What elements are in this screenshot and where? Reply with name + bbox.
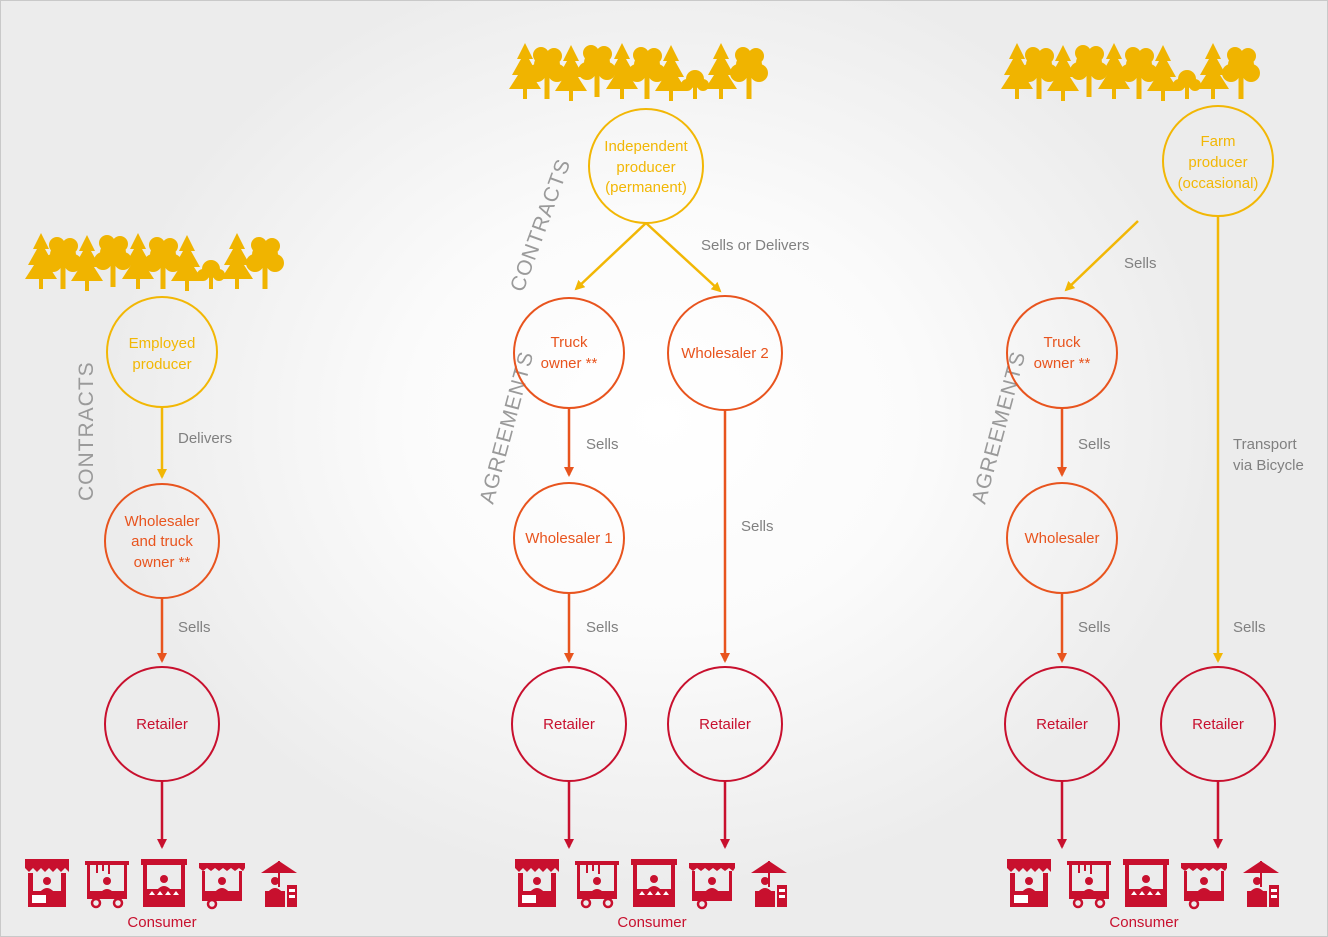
node-wholesaler-line-3: owner **: [134, 554, 191, 571]
node-independent-producer-line-2: producer: [616, 159, 675, 176]
node-retailer-label: Retailer: [699, 716, 751, 733]
node-farm-producer-line-3: (occasional): [1178, 175, 1259, 192]
edge-label-sells: Sells: [1124, 255, 1157, 272]
edge-label-sells: Sells: [1078, 619, 1111, 636]
node-truck-owner-line-1: Truck: [1044, 334, 1081, 351]
node-wholesaler-label: Wholesaler: [1024, 530, 1099, 547]
agreements-label: AGREEMENTS: [968, 349, 1031, 507]
node-retailer: Retailer: [1004, 666, 1120, 782]
market-stall-icon: [25, 859, 297, 908]
node-truck-owner: Truck owner **: [1006, 297, 1118, 409]
edge-to-truck-owner: [574, 222, 647, 291]
edge-label-delivers: Delivers: [178, 430, 232, 447]
edge-label-sells: Sells: [178, 619, 211, 636]
edge-label-sells: Sells: [586, 436, 619, 453]
chain-independent-producer: CONTRACTS AGREEMENTS Independent produce…: [476, 43, 809, 931]
contracts-label: CONTRACTS: [75, 361, 98, 501]
consumer-label: Consumer: [617, 914, 686, 931]
edge-label-sells: Sells: [1233, 619, 1266, 636]
market-stall-icon: [1007, 859, 1279, 908]
node-farm-producer: Farm producer (occasional): [1162, 105, 1274, 217]
node-wholesaler-line-2: and truck: [131, 533, 193, 550]
node-truck-owner-line-2: owner **: [541, 355, 598, 372]
node-independent-producer-line-3: (permanent): [605, 179, 687, 196]
node-truck-owner: Truck owner **: [513, 297, 625, 409]
chain-farm-producer: AGREEMENTS Farm producer (occasional) Se…: [968, 43, 1304, 931]
node-wholesaler-2-label: Wholesaler 2: [681, 345, 769, 362]
tree-icon: [509, 43, 768, 101]
node-wholesaler-line-1: Wholesaler: [124, 513, 199, 530]
node-truck-owner-line-2: owner **: [1034, 355, 1091, 372]
edge-label-sells-or-delivers: Sells or Delivers: [701, 237, 809, 254]
node-wholesaler-2: Wholesaler 2: [667, 295, 783, 411]
edge-label-transport-line-2: via Bicycle: [1233, 457, 1304, 474]
node-truck-owner-line-1: Truck: [551, 334, 588, 351]
edge-label-transport-line-1: Transport: [1233, 436, 1297, 453]
tree-icon: [1001, 43, 1260, 101]
node-employed-producer: Employed producer: [106, 296, 218, 408]
node-independent-producer-line-1: Independent: [604, 138, 688, 155]
node-retailer-label: Retailer: [136, 716, 188, 733]
consumer-label: Consumer: [1109, 914, 1178, 931]
node-farm-producer-line-1: Farm: [1201, 133, 1236, 150]
chain-employed-producer: CONTRACTS Employed producer Delivers Who…: [25, 233, 297, 931]
node-wholesaler-1: Wholesaler 1: [513, 482, 625, 594]
market-stall-icon: [515, 859, 787, 908]
node-employed-producer-line-2: producer: [132, 356, 191, 373]
consumer-label: Consumer: [127, 914, 196, 931]
tree-icon: [25, 233, 284, 291]
agreements-label: AGREEMENTS: [476, 349, 539, 507]
node-employed-producer-line-1: Employed: [129, 335, 196, 352]
edge-label-sells: Sells: [1078, 436, 1111, 453]
node-wholesaler-1-label: Wholesaler 1: [525, 530, 613, 547]
node-retailer-label: Retailer: [1036, 716, 1088, 733]
node-retailer-label: Retailer: [1192, 716, 1244, 733]
contracts-label: CONTRACTS: [506, 156, 575, 295]
edge-label-sells: Sells: [741, 518, 774, 535]
node-retailer: Retailer: [667, 666, 783, 782]
edge-label-sells: Sells: [586, 619, 619, 636]
node-farm-producer-line-2: producer: [1188, 154, 1247, 171]
edge-incoming-sells: [1064, 220, 1139, 292]
node-retailer: Retailer: [104, 666, 220, 782]
node-wholesaler-truck-owner: Wholesaler and truck owner **: [104, 483, 220, 599]
node-wholesaler: Wholesaler: [1006, 482, 1118, 594]
node-retailer-label: Retailer: [543, 716, 595, 733]
node-retailer: Retailer: [1160, 666, 1276, 782]
node-independent-producer: Independent producer (permanent): [588, 108, 704, 224]
node-retailer: Retailer: [511, 666, 627, 782]
edge-to-wholesaler-2: [645, 222, 722, 293]
